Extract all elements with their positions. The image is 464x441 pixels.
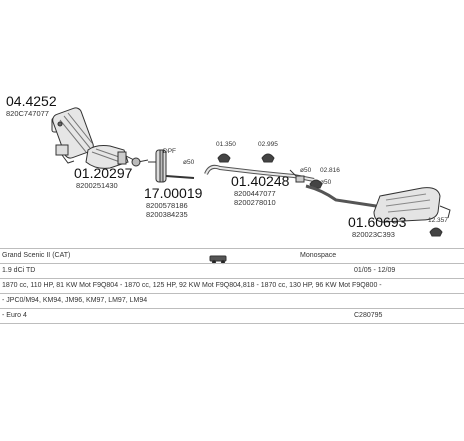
oe-number-01-40248: 8200447077 bbox=[234, 189, 276, 198]
monospace-body-icon bbox=[209, 255, 227, 265]
diameter-label-3: ø50 bbox=[320, 179, 332, 186]
dpf-drawing bbox=[148, 149, 195, 183]
dpf-label: DPF bbox=[163, 148, 176, 155]
catalytic-converter-drawing bbox=[51, 107, 94, 164]
part-number-17-00019: 17.00019 bbox=[144, 185, 203, 201]
oe-number-17-00019: 8200578186 bbox=[146, 201, 188, 210]
part-number-01-60693: 01.60693 bbox=[348, 214, 407, 230]
vehicle-body-type: Monospace bbox=[300, 252, 337, 259]
vehicle-codes: - JPC0/M94, KM94, JM96, KM97, LM97, LM94 bbox=[2, 297, 148, 304]
table-bottom-rule bbox=[0, 323, 464, 324]
rubber-mount-4-drawing bbox=[429, 227, 443, 237]
oe-number-01-20297: 8200251430 bbox=[76, 181, 118, 190]
oe-number-04-4252: 820C747077 bbox=[6, 109, 49, 118]
oe-number-17-00019-alt: 8200384235 bbox=[146, 210, 188, 219]
ref-label-02-816: 02.816 bbox=[320, 167, 340, 174]
ref-label-01-350: 01.350 bbox=[216, 141, 236, 148]
vehicle-emission: - Euro 4 bbox=[2, 312, 27, 319]
rubber-mount-1-drawing bbox=[217, 153, 231, 163]
part-number-01-20297: 01.20297 bbox=[74, 165, 133, 181]
rear-silencer-drawing bbox=[305, 184, 451, 223]
vehicle-row-engine: 1.9 dCi TD 01/05 - 12/09 bbox=[0, 263, 464, 278]
vehicle-row-specs: 1870 cc, 110 HP, 81 KW Mot F9Q804 - 1870… bbox=[0, 278, 464, 293]
rubber-mount-3-drawing bbox=[309, 179, 323, 189]
ref-label-02-995: 02.995 bbox=[258, 141, 278, 148]
part-number-01-40248: 01.40248 bbox=[231, 173, 290, 189]
vehicle-model: Grand Scenic II (CAT) bbox=[2, 252, 71, 259]
rubber-mount-2-drawing bbox=[261, 153, 275, 163]
diameter-label-1: ø50 bbox=[183, 159, 195, 166]
part-number-04-4252: 04.4252 bbox=[6, 93, 57, 109]
oe-number-01-60693: 820023C393 bbox=[352, 230, 395, 239]
vehicle-years: 01/05 - 12/09 bbox=[354, 267, 396, 274]
diameter-label-2: ø50 bbox=[300, 167, 312, 174]
vehicle-row-model: Grand Scenic II (CAT) Monospace bbox=[0, 248, 464, 263]
vehicle-engine: 1.9 dCi TD bbox=[2, 267, 36, 274]
ref-label-12-357: 12.357 bbox=[428, 217, 448, 224]
front-pipe-drawing bbox=[85, 145, 149, 169]
vehicle-row-emission: - Euro 4 C280795 bbox=[0, 308, 464, 323]
oe-number-01-40248-alt: 8200278010 bbox=[234, 198, 276, 207]
middle-pipe-drawing bbox=[204, 164, 315, 183]
vehicle-specs: 1870 cc, 110 HP, 81 KW Mot F9Q804 - 1870… bbox=[2, 282, 382, 289]
catalog-number: C280795 bbox=[354, 312, 383, 319]
vehicle-row-codes: - JPC0/M94, KM94, JM96, KM97, LM97, LM94 bbox=[0, 293, 464, 308]
